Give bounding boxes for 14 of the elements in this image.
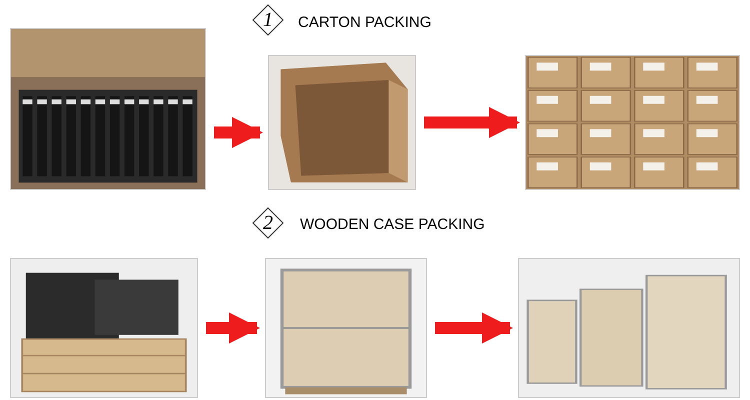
- arrow: [424, 106, 520, 138]
- wooden-cases-photo: [518, 258, 740, 398]
- section-heading: CARTON PACKING: [298, 14, 432, 31]
- section-heading: WOODEN CASE PACKING: [300, 216, 485, 233]
- stacked-cartons-photo: [525, 55, 740, 190]
- open-carton-photo: [268, 55, 416, 190]
- arrow: [435, 312, 514, 344]
- step-number: 2: [263, 212, 273, 234]
- wooden-crate-photo: [10, 258, 198, 398]
- arrow: [214, 116, 264, 148]
- step-number: 1: [263, 8, 273, 32]
- packed-goods-photo: [10, 28, 206, 190]
- closed-wooden-case-photo: [265, 258, 427, 398]
- arrow: [206, 312, 260, 344]
